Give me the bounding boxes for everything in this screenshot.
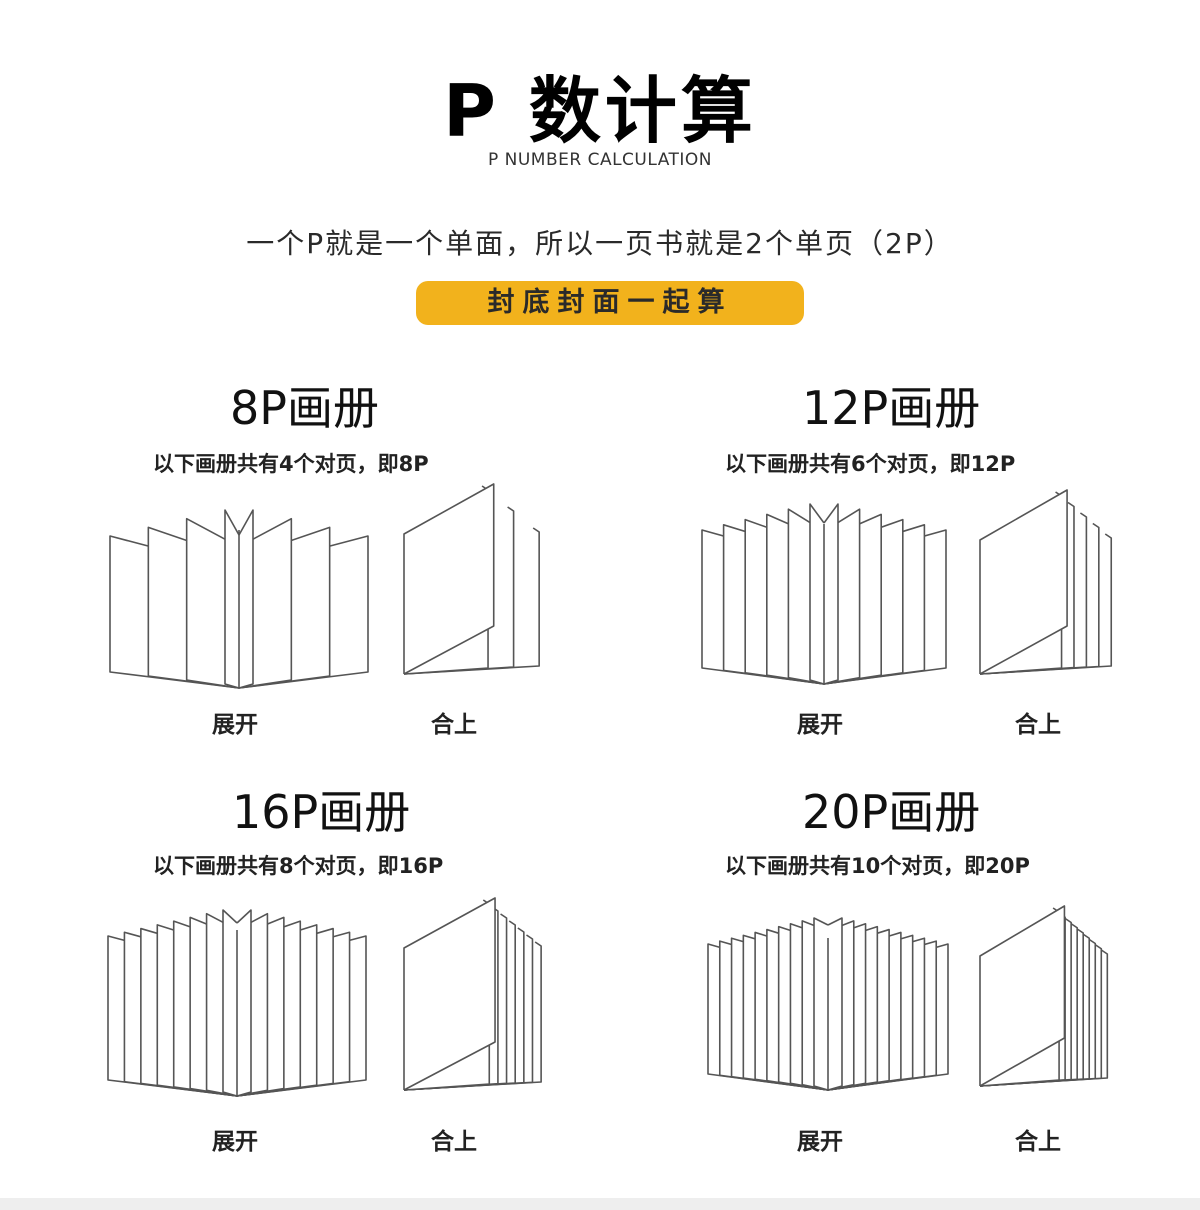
open-book-illustration-8p (109, 509, 369, 689)
section-title-8p: 8P画册 (230, 381, 380, 435)
open-label-8p: 展开 (212, 712, 258, 738)
open-label-16p: 展开 (212, 1129, 258, 1155)
closed-book-illustration-8p (403, 483, 540, 675)
page-right-5 (823, 503, 839, 685)
closed-cover (979, 489, 1068, 675)
closed-label-8p: 合上 (431, 712, 477, 738)
open-label-12p: 展开 (797, 712, 843, 738)
section-title-20p: 20P画册 (802, 785, 981, 839)
closed-label-16p: 合上 (431, 1129, 477, 1155)
closed-cover (403, 897, 496, 1091)
page-title: P 数计算 (443, 69, 757, 153)
closed-cover (403, 483, 495, 675)
closed-label-20p: 合上 (1015, 1129, 1061, 1155)
section-desc-12p: 以下画册共有6个对页，即12P (725, 452, 1016, 476)
closed-book-illustration-16p (403, 897, 542, 1091)
page-left-7 (222, 909, 238, 1097)
open-book-illustration-16p (107, 909, 367, 1097)
section-desc-20p: 以下画册共有10个对页，即20P (725, 854, 1030, 878)
page-left-3 (224, 509, 240, 689)
section-desc-8p: 以下画册共有4个对页，即8P (153, 452, 429, 476)
open-label-20p: 展开 (797, 1129, 843, 1155)
open-book-illustration-20p (707, 917, 949, 1091)
page-right-7 (236, 909, 252, 1097)
section-desc-16p: 以下画册共有8个对页，即16P (153, 854, 444, 878)
bottom-divider (0, 1198, 1200, 1210)
page-subtitle: P NUMBER CALCULATION (487, 150, 713, 170)
closed-book-illustration-20p (979, 905, 1109, 1087)
closed-cover (979, 905, 1066, 1087)
cover-note-badge: 封底封面一起算 (416, 281, 804, 325)
page-left-5 (809, 503, 825, 685)
open-book-illustration-12p (701, 503, 947, 685)
page-right-9 (827, 917, 843, 1091)
page-left-9 (813, 917, 829, 1091)
page-right-3 (238, 509, 254, 689)
intro-text: 一个P就是一个单面，所以一页书就是2个单页（2P） (246, 227, 954, 260)
section-title-16p: 16P画册 (232, 785, 411, 839)
closed-label-12p: 合上 (1015, 712, 1061, 738)
closed-book-illustration-12p (979, 489, 1113, 675)
section-title-12p: 12P画册 (802, 381, 981, 435)
